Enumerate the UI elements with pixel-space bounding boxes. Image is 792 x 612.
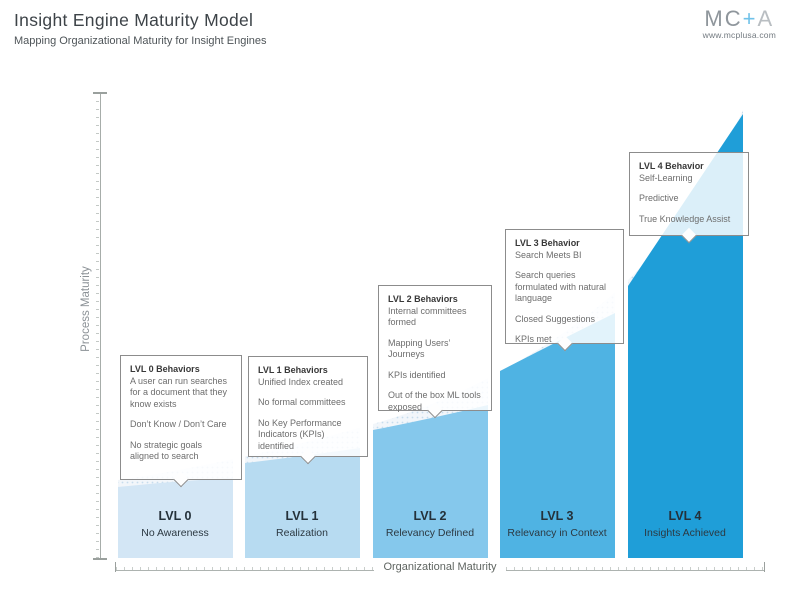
page-subtitle: Mapping Organizational Maturity for Insi… (14, 35, 267, 47)
bar-label-lvl4: LVL 4 (669, 509, 702, 523)
callout-title: LVL 4 Behavior (639, 161, 704, 171)
bar-lvl3 (500, 313, 615, 558)
y-axis-bottom-cap (93, 558, 107, 560)
behavior-item: KPIs met (515, 334, 552, 344)
callout-title: LVL 1 Behaviors (258, 365, 328, 375)
bar-label-lvl0: LVL 0 (159, 509, 192, 523)
callout-lvl3: LVL 3 Behavior Search Meets BI Search qu… (505, 229, 624, 352)
behavior-item: No strategic goals aligned to search (130, 439, 203, 462)
page-title: Insight Engine Maturity Model (14, 10, 254, 30)
behavior-item: Don’t Know / Don’t Care (130, 419, 227, 429)
behavior-item: Mapping Users’ Journeys (388, 337, 451, 360)
gap-1-2 (360, 80, 373, 558)
bar-sublabel-lvl4: Insights Achieved (644, 527, 726, 539)
x-axis-label: Organizational Maturity (383, 561, 497, 573)
callout-title: LVL 0 Behaviors (130, 364, 200, 374)
gap-2-3 (488, 80, 500, 558)
x-axis-line-right (505, 566, 765, 571)
organizational-maturity-axis: Organizational Maturity (116, 561, 765, 574)
bar-sublabel-lvl3: Relevancy in Context (507, 527, 606, 539)
bar-label-lvl3: LVL 3 (541, 509, 574, 523)
logo-url: www.mcplusa.com (702, 30, 776, 40)
callout-lvl1: LVL 1 Behaviors Unified Index created No… (248, 356, 368, 465)
behavior-item: Unified Index created (258, 376, 344, 387)
behavior-item: True Knowledge Assist (639, 213, 731, 224)
callout-lvl2: LVL 2 Behaviors Internal committees form… (378, 285, 492, 419)
y-axis-label: Process Maturity (80, 266, 92, 352)
x-axis-right-cap (764, 562, 765, 572)
logo-a: A (757, 6, 775, 31)
callout-title: LVL 3 Behavior (515, 238, 580, 248)
bar-sublabel-lvl0: No Awareness (141, 527, 209, 539)
callout-lvl4: LVL 4 Behavior Self-Learning Predictive … (629, 152, 749, 244)
bar-label-lvl1: LVL 1 (286, 509, 319, 523)
bar-lvl0 (118, 478, 233, 558)
bar-sublabel-lvl2: Relevancy Defined (386, 527, 474, 539)
gap-0-1 (233, 80, 245, 558)
behavior-item: KPIs identified (388, 369, 446, 380)
y-axis-top-cap (93, 92, 107, 94)
behavior-item: Internal committees formed (388, 305, 467, 328)
x-axis-line-left (116, 566, 375, 571)
bar-lvl2 (373, 405, 488, 558)
x-axis-left-cap (115, 562, 116, 572)
behavior-item: A user can run searches for a document t… (130, 375, 228, 409)
behavior-item: Closed Suggestions (515, 313, 596, 324)
mcpa-logo: MC+A www.mcplusa.com (703, 6, 776, 40)
process-maturity-axis (96, 93, 101, 560)
logo-mc: MC (704, 6, 743, 31)
behavior-item: Predictive (639, 193, 679, 203)
behavior-item: Search Meets BI (515, 249, 582, 260)
logo-plus-icon: + (742, 6, 758, 31)
bar-lvl1 (245, 448, 360, 558)
behavior-item: Search queries formulated with natural l… (515, 270, 607, 303)
behavior-item: Self-Learning (639, 172, 693, 183)
bar-label-lvl2: LVL 2 (414, 509, 447, 523)
callout-lvl0: LVL 0 Behaviors A user can run searches … (120, 355, 242, 488)
logo-wordmark: MC+A (703, 6, 776, 32)
bar-sublabel-lvl1: Realization (276, 527, 328, 539)
behavior-item: No Key Performance Indicators (KPIs) ide… (258, 417, 342, 451)
callout-title: LVL 2 Behaviors (388, 294, 458, 304)
behavior-item: No formal committees (258, 397, 346, 407)
behavior-item: Out of the box ML tools exposed (388, 390, 481, 412)
